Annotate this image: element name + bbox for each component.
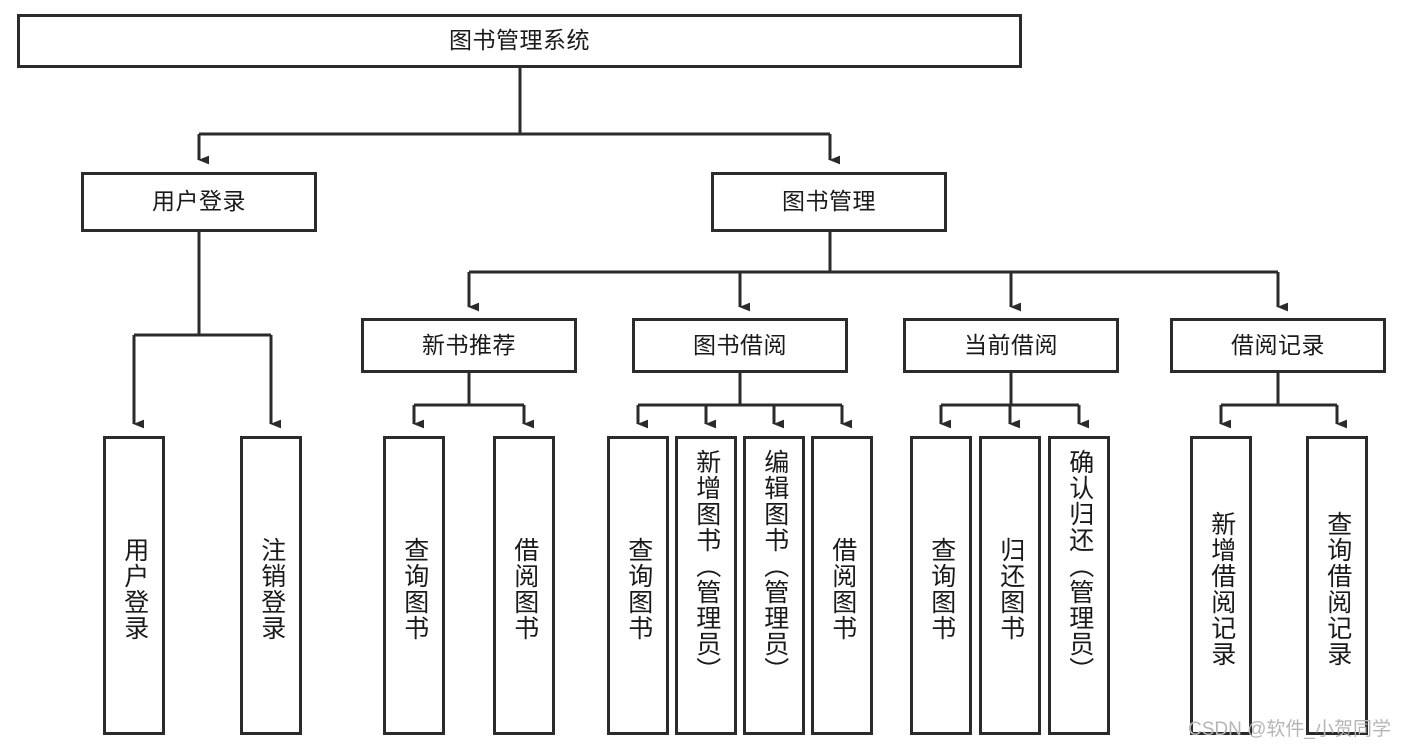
leaf-add-book-inner: 新增图书（管理员） [678, 445, 734, 736]
node-leaf-add-book-label: 新增图书（管理员） [692, 449, 721, 683]
node-leaf-query-book-1-label: 查询图书 [400, 536, 429, 641]
node-borrow-record[interactable]: 借阅记录 [1170, 318, 1386, 373]
node-leaf-confirm-return-label: 确认归还（管理员） [1065, 449, 1094, 683]
node-leaf-add-book[interactable]: 新增图书（管理员） [675, 436, 737, 735]
node-leaf-borrow-book-2[interactable]: 借阅图书 [811, 436, 873, 735]
node-leaf-user-login-label: 用户登录 [120, 536, 149, 641]
node-new-book-recommend[interactable]: 新书推荐 [361, 318, 577, 373]
node-leaf-logout-login-label: 注销登录 [257, 536, 286, 641]
leaf-query-book-3-inner: 查询图书 [913, 445, 969, 732]
leaf-add-record-inner: 新增借阅记录 [1193, 445, 1249, 732]
leaf-query-book-2-inner: 查询图书 [610, 445, 666, 732]
node-root-system[interactable]: 图书管理系统 [17, 14, 1022, 68]
leaf-confirm-return-inner: 确认归还（管理员） [1051, 445, 1107, 736]
node-leaf-borrow-book-2-label: 借阅图书 [828, 536, 857, 641]
node-user-login[interactable]: 用户登录 [81, 172, 317, 232]
leaf-return-book-inner: 归还图书 [982, 445, 1038, 732]
node-book-manage-label: 图书管理 [782, 188, 876, 215]
leaf-borrow-book-2-inner: 借阅图书 [814, 445, 870, 732]
node-book-manage[interactable]: 图书管理 [711, 172, 947, 232]
node-book-borrow-label: 图书借阅 [693, 331, 787, 358]
node-leaf-edit-book[interactable]: 编辑图书（管理员） [743, 436, 805, 735]
node-leaf-query-book-3[interactable]: 查询图书 [910, 436, 972, 735]
leaf-borrow-book-1-inner: 借阅图书 [496, 445, 552, 732]
node-leaf-borrow-book-1-label: 借阅图书 [510, 536, 539, 641]
node-leaf-borrow-book-1[interactable]: 借阅图书 [493, 436, 555, 735]
node-leaf-user-login[interactable]: 用户登录 [103, 436, 165, 735]
node-book-borrow[interactable]: 图书借阅 [632, 318, 848, 373]
node-leaf-query-book-2[interactable]: 查询图书 [607, 436, 669, 735]
node-leaf-query-book-2-label: 查询图书 [624, 536, 653, 641]
node-current-borrow[interactable]: 当前借阅 [903, 318, 1119, 373]
node-leaf-logout-login[interactable]: 注销登录 [240, 436, 302, 735]
node-leaf-add-record[interactable]: 新增借阅记录 [1190, 436, 1252, 735]
node-leaf-query-record-label: 查询借阅记录 [1323, 510, 1352, 667]
node-leaf-add-record-label: 新增借阅记录 [1207, 510, 1236, 667]
node-current-borrow-label: 当前借阅 [964, 331, 1058, 358]
node-root-system-label: 图书管理系统 [449, 27, 590, 54]
node-leaf-return-book[interactable]: 归还图书 [979, 436, 1041, 735]
node-leaf-query-book-3-label: 查询图书 [927, 536, 956, 641]
node-user-login-label: 用户登录 [152, 188, 246, 215]
node-leaf-query-record[interactable]: 查询借阅记录 [1306, 436, 1368, 735]
leaf-query-book-1-inner: 查询图书 [386, 445, 442, 732]
node-leaf-query-book-1[interactable]: 查询图书 [383, 436, 445, 735]
leaf-edit-book-inner: 编辑图书（管理员） [746, 445, 802, 736]
node-new-book-recommend-label: 新书推荐 [422, 331, 516, 358]
leaf-logout-login-inner: 注销登录 [243, 445, 299, 732]
node-leaf-edit-book-label: 编辑图书（管理员） [760, 449, 789, 683]
leaf-user-login-inner: 用户登录 [106, 445, 162, 732]
node-leaf-return-book-label: 归还图书 [996, 536, 1025, 641]
node-borrow-record-label: 借阅记录 [1231, 331, 1325, 358]
node-leaf-confirm-return[interactable]: 确认归还（管理员） [1048, 436, 1110, 735]
leaf-query-record-inner: 查询借阅记录 [1309, 445, 1365, 732]
